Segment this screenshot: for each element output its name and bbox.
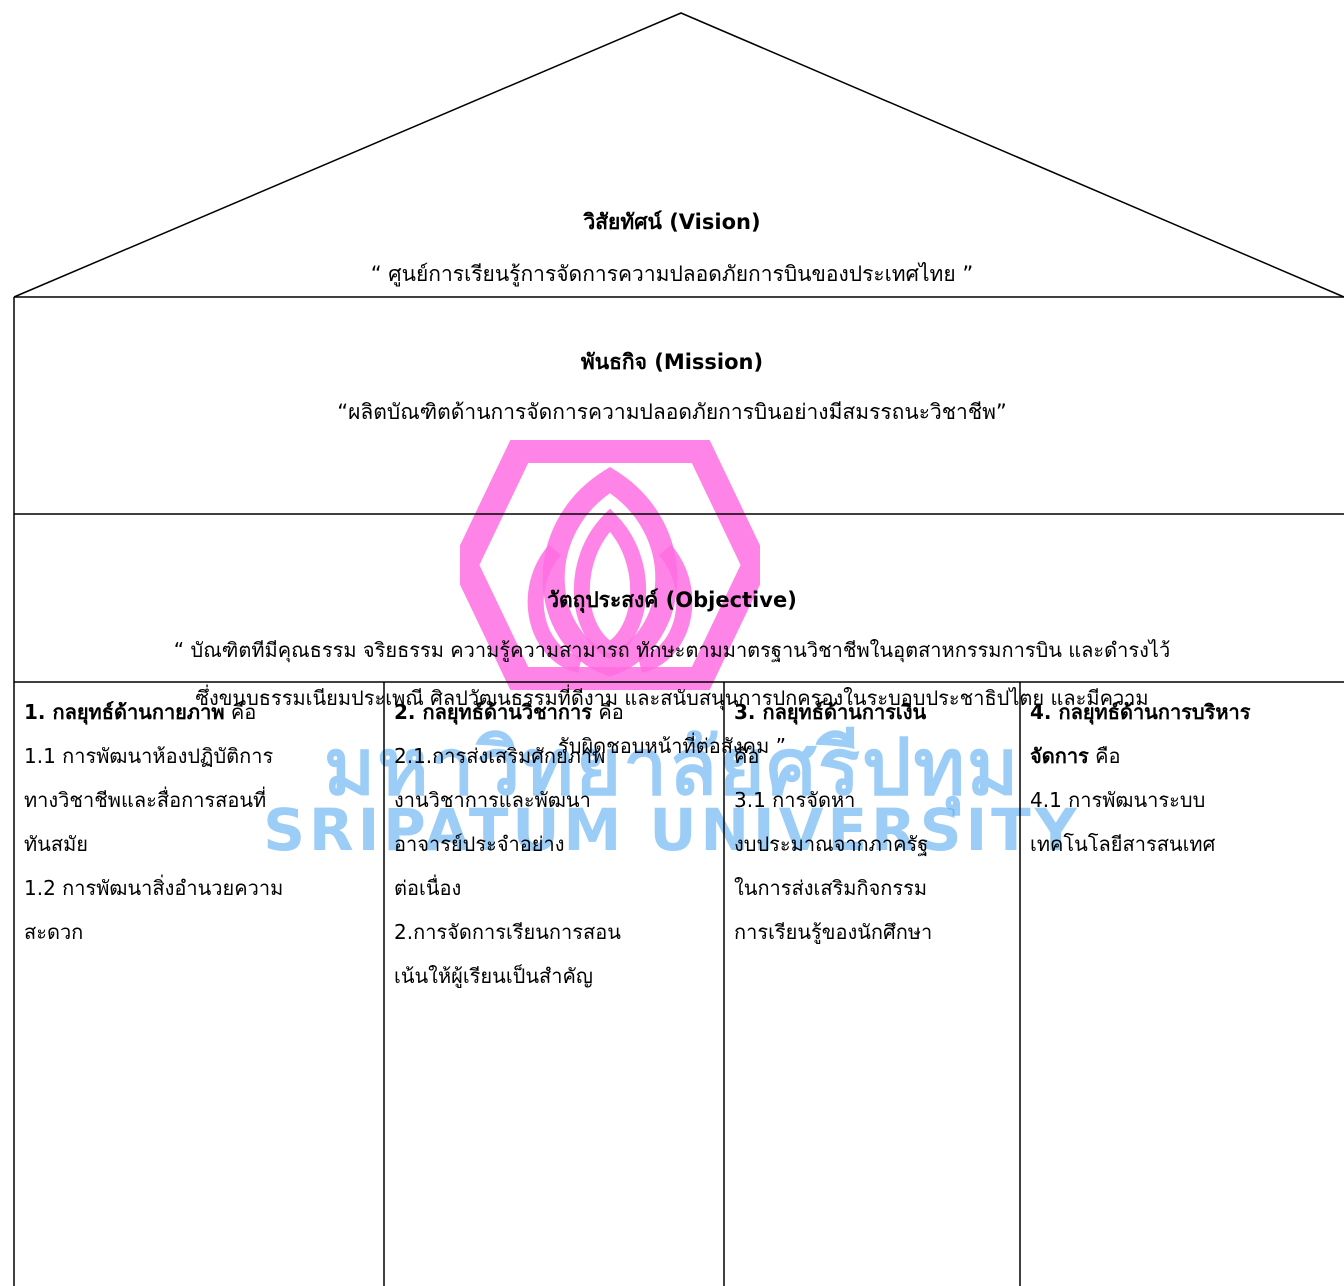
strategy-item: ทันสมัย [24, 832, 88, 856]
strategy-column-2: 2. กลยุทธ์ด้านวิชาการ คือ 2.1.การส่งเสริ… [384, 682, 724, 998]
strategy-item: ทางวิชาชีพและสื่อการสอนที่ [24, 788, 267, 812]
strategy-item: 3.1 การจัดหา [734, 788, 856, 812]
strategy-item: งบประมาณจากภาครัฐ [734, 832, 929, 856]
watermark-thai-text: มหาวิทยาลัยศรีปทุม [323, 723, 1021, 813]
objective-heading: วัตถุประสงค์ (Objective) [547, 588, 797, 612]
strategy-item: ต่อเนื่อง [394, 876, 462, 900]
strategy-item: 4.1 การพัฒนาระบบ [1030, 788, 1206, 812]
watermark-english-text: SRIPATUM UNIVERSITY [263, 796, 1081, 864]
strategy-item: อาจารย์ประจำอย่าง [394, 832, 565, 856]
strategy-title: 4. กลยุทธ์ด้านการบริหาร [1030, 700, 1251, 724]
strategy-title-suffix: คือ [734, 744, 760, 768]
objective-line-3: รับผิดชอบหน้าที่ต่อสังคม ” [558, 734, 786, 758]
strategy-item: งานวิชาการและพัฒนา [394, 788, 591, 812]
strategy-item: เน้นให้ผู้เรียนเป็นสำคัญ [394, 964, 593, 988]
strategy-item: เทคโนโลยีสารสนเทศ [1030, 832, 1216, 856]
vision-heading: วิสัยทัศน์ (Vision) [583, 210, 761, 234]
objective-line-2: ซึ่งขนบธรรมเนียมประเพณี ศิลปวัฒนธรรมที่ด… [195, 686, 1149, 710]
strategy-column-1: 1. กลยุทธ์ด้านกายภาพ คือ 1.1 การพัฒนาห้อ… [14, 682, 384, 954]
strategy-item: 1.2 การพัฒนาสิ่งอำนวยความ [24, 876, 284, 900]
strategy-item: ในการส่งเสริมกิจกรรม [734, 876, 928, 900]
watermark-logo-icon [460, 440, 760, 690]
mission-heading: พันธกิจ (Mission) [580, 350, 764, 374]
vision-text: “ ศูนย์การเรียนรู้การจัดการความปลอดภัยกา… [370, 262, 974, 286]
roof-outline [13, 12, 1344, 298]
objective-text: “ บัณฑิตทีมีคุณธรรม จริยธรรม ความรู้ความ… [20, 626, 1324, 770]
strategy-item: สะดวก [24, 920, 84, 944]
strategy-title: 2. กลยุทธ์ด้านวิชาการ คือ [394, 700, 624, 724]
strategy-title: 3. กลยุทธ์ด้านการเงิน [734, 700, 927, 724]
mission-text: “ผลิตบัณฑิตด้านการจัดการความปลอดภัยการบิ… [337, 400, 1007, 424]
strategy-item: 2.1.การส่งเสริมศักยภาพ [394, 744, 606, 768]
strategy-column-4: 4. กลยุทธ์ด้านการบริหาร จัดการ คือ 4.1 ก… [1020, 682, 1344, 866]
strategy-item: 2.การจัดการเรียนการสอน [394, 920, 621, 944]
objective-line-1: “ บัณฑิตทีมีคุณธรรม จริยธรรม ความรู้ความ… [173, 638, 1171, 662]
strategy-column-3: 3. กลยุทธ์ด้านการเงิน คือ 3.1 การจัดหา ง… [724, 682, 1020, 954]
strategy-title: 1. กลยุทธ์ด้านกายภาพ คือ [24, 700, 257, 724]
strategy-item: 1.1 การพัฒนาห้องปฏิบัติการ [24, 744, 274, 768]
strategy-title: จัดการ คือ [1030, 744, 1121, 768]
strategy-item: การเรียนรู้ของนักศึกษา [734, 920, 933, 944]
